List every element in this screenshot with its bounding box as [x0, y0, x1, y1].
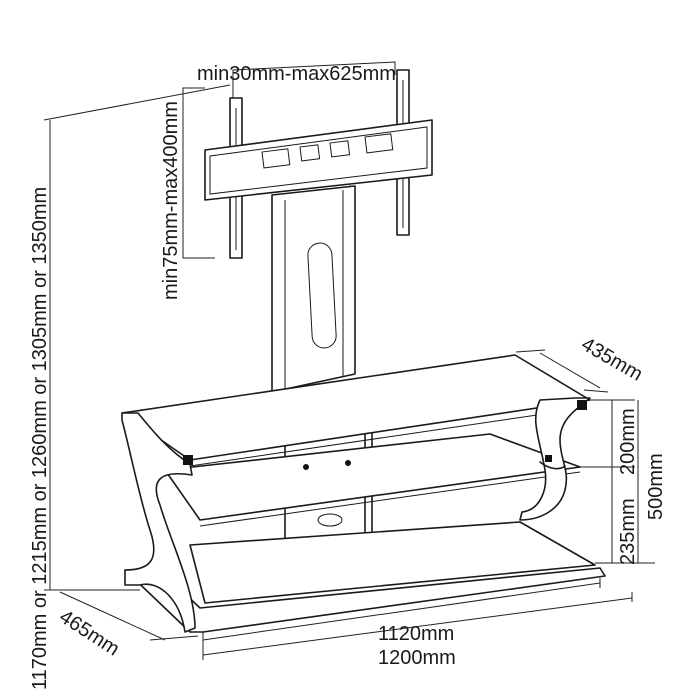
- depth-base-label: 465mm: [55, 606, 123, 661]
- depth-top-label: 435mm: [578, 333, 647, 385]
- outer-width-label: 1200mm: [378, 647, 456, 669]
- total-height-label: 1170mm or 1215mm or 1260mm or 1305mm or …: [29, 187, 51, 690]
- cabinet-height-label: 500mm: [645, 453, 667, 520]
- vesa-height-label: min75mm-max400mm: [160, 101, 182, 300]
- vesa-width-label: min30mm-max625mm: [197, 63, 396, 85]
- vesa-bracket: [204, 69, 433, 259]
- stand-body: [121, 354, 606, 633]
- inner-width-label: 1120mm: [378, 623, 454, 645]
- shelf-gap-upper-label: 200mm: [617, 408, 639, 475]
- shelf-gap-lower-label: 235mm: [617, 498, 639, 565]
